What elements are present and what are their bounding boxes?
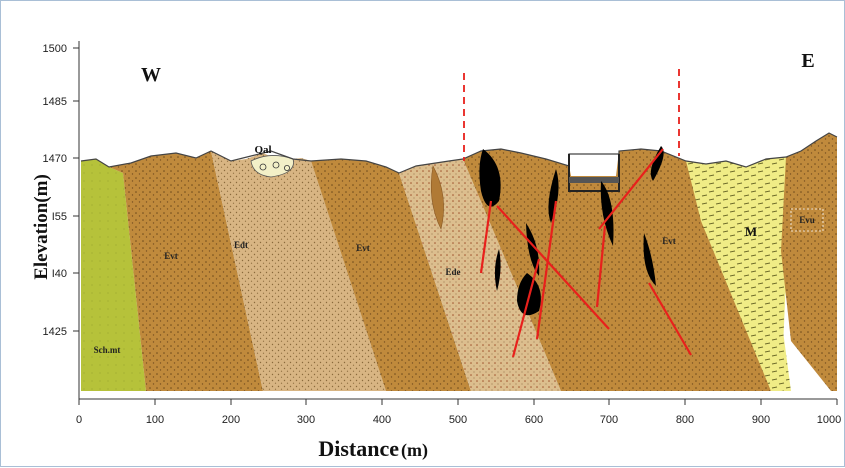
y-tick-label: 1485 [43, 96, 67, 108]
label-evu: Evu [799, 215, 815, 225]
y-tick-label: I40 [52, 268, 67, 280]
y-tick-label: I55 [52, 211, 67, 223]
ore-body [494, 249, 501, 291]
y-tick-label: 1470 [43, 153, 67, 165]
unit-evt-2 [311, 159, 471, 391]
y-tick-label: 1500 [43, 43, 67, 55]
unit-qal [250, 155, 294, 178]
ore-body [526, 223, 540, 276]
x-tick-label: 1000 [817, 414, 841, 426]
topography-line [80, 132, 838, 174]
x-tick-label: 500 [449, 414, 467, 426]
ore-body [643, 233, 656, 286]
fault-line [598, 148, 664, 230]
pit-floor [569, 177, 619, 183]
unit-evt-1 [109, 151, 263, 391]
x-tick-label: 400 [373, 414, 391, 426]
mine-pit [568, 154, 620, 192]
unit-schist [81, 159, 146, 391]
lens [430, 165, 444, 230]
west-label: W [141, 64, 161, 86]
y-tick-label: 1425 [43, 326, 67, 338]
fault-line [648, 282, 692, 356]
unit-edt [211, 151, 386, 391]
label-evt-3: Evt [662, 236, 676, 246]
x-axis-title: Distance [318, 436, 399, 461]
fault-line [496, 205, 610, 330]
ore-body [600, 181, 614, 246]
unit-labels: Sch.mt Evt Edt Evt Ede Evt M Evu Qal [94, 144, 824, 355]
unit-evu [781, 133, 837, 391]
evu-box [790, 208, 824, 232]
y-axis-title: Elevation(m) [31, 174, 52, 280]
unit-evt-3 [463, 149, 771, 391]
faults [479, 148, 692, 358]
label-evt-2: Evt [356, 243, 370, 253]
fault-line [479, 200, 493, 274]
label-sch: Sch.mt [94, 345, 121, 355]
x-tick-label: 200 [222, 414, 240, 426]
x-tick-label: 800 [676, 414, 694, 426]
label-edt: Edt [234, 240, 248, 250]
x-tick-label: 100 [146, 414, 164, 426]
x-ticks: 0 100 200 300 400 500 600 700 800 900 10… [76, 399, 841, 426]
x-tick-label: 600 [525, 414, 543, 426]
y-ticks: 1500 1485 1470 I55 I40 1425 [43, 43, 79, 338]
unit-marl-body [686, 157, 791, 391]
label-m: M [745, 224, 757, 239]
x-tick-label: 300 [297, 414, 315, 426]
label-qal: Qal [254, 144, 271, 156]
ore-body [479, 149, 501, 207]
east-label: E [801, 50, 814, 72]
fault-line [535, 200, 558, 340]
fault-line [511, 258, 541, 358]
x-tick-label: 900 [752, 414, 770, 426]
x-tick-label: 0 [76, 414, 82, 426]
ore-body [548, 169, 559, 223]
x-axis-unit: (m) [401, 440, 428, 461]
label-ede: Ede [445, 267, 460, 277]
label-evt-1: Evt [164, 251, 178, 261]
ore-body [650, 146, 664, 181]
x-tick-label: 700 [600, 414, 618, 426]
fault-line [595, 225, 607, 308]
geologic-units [80, 132, 838, 391]
